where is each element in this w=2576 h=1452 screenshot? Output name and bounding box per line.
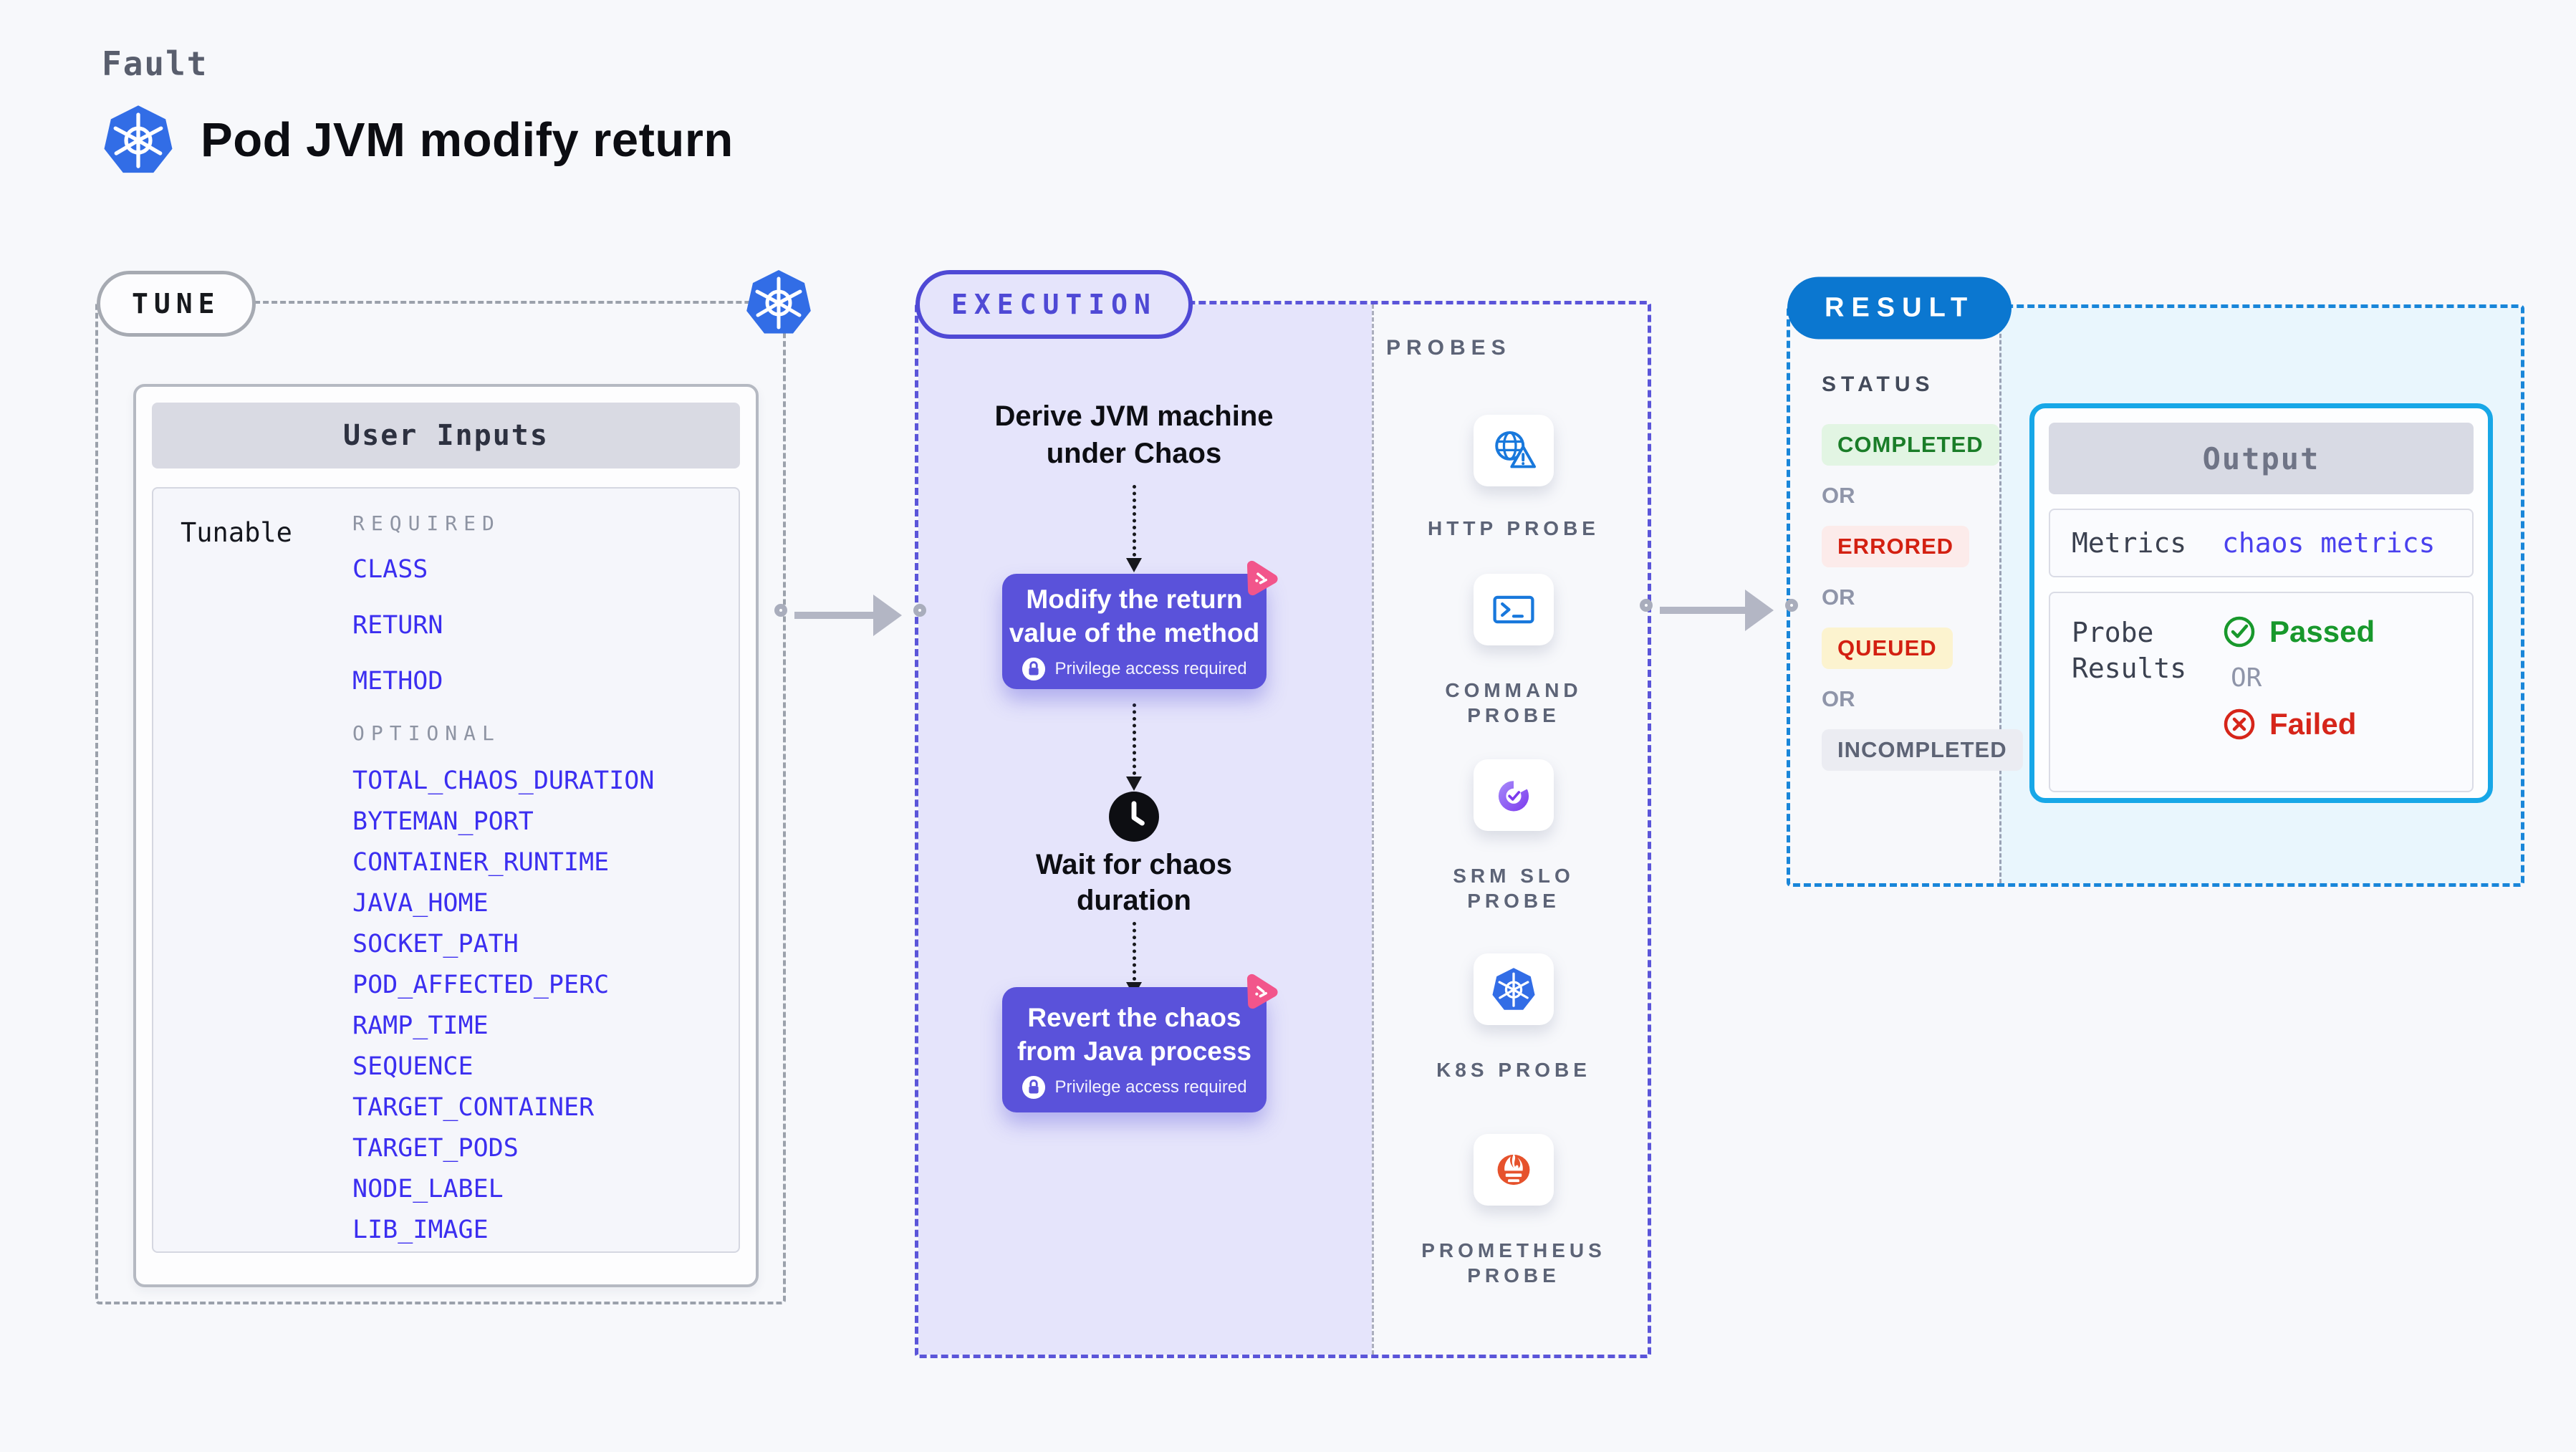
tunable-item: CLASS [352,555,428,584]
tunable-label: Tunable [181,517,292,548]
derive-step-label: Derive JVM machine under Chaos [994,400,1274,469]
prometheus-probe-card [1474,1134,1554,1206]
fault-category-label: Fault [102,44,208,83]
check-circle-icon [2224,616,2255,648]
tunable-item: NODE_LABEL [352,1175,504,1203]
or-separator: OR [1822,686,1855,711]
probe-results-label: Probe Results [2072,617,2187,684]
modify-step-label: Modify the return value of the method [1009,584,1260,648]
probe-name: HTTP PROBE [1428,517,1600,539]
execution-pill: EXECUTION [915,270,1193,339]
tunable-item: POD_AFFECTED_PERC [352,971,610,999]
clock-icon [1107,789,1161,844]
output-title: Output [2049,423,2474,494]
failed-result: Failed [2222,707,2375,741]
flow-arrow-down [1126,922,1142,996]
privilege-note-text: Privilege access required [1054,658,1247,678]
or-separator: OR [2231,663,2262,693]
page-header: Pod JVM modify return [100,102,734,178]
probe-name: SRM SLO PROBE [1453,865,1575,912]
status-badge-errored: ERRORED [1822,526,1970,567]
probe-name: PROMETHEUS PROBE [1421,1239,1606,1287]
user-inputs-title: User Inputs [152,403,740,468]
x-circle-icon [2224,708,2255,740]
privilege-note-text: Privilege access required [1054,1077,1247,1097]
flow-arrow-down [1126,703,1142,791]
result-pill: RESULT [1787,277,2012,340]
flow-arrow-down [1126,485,1142,572]
tunables-panel: Tunable REQUIRED CLASS RETURN METHOD OPT… [152,487,740,1253]
status-badge-completed: COMPLETED [1822,424,1999,466]
srm-slo-probe-card [1474,759,1554,831]
tunable-item: RETURN [352,611,443,640]
tunable-item: METHOD [352,667,443,696]
revert-step-label: Revert the chaos from Java process [1017,1002,1251,1066]
passed-label: Passed [2269,615,2375,648]
globe-alert-icon [1495,431,1537,468]
tunable-item: SOCKET_PATH [352,930,519,958]
privilege-note: Privilege access required [1022,1075,1247,1100]
probes-label: PROBES [1386,336,1512,360]
wait-step-label: Wait for chaos duration [1035,849,1233,916]
tunable-item: TOTAL_CHAOS_DURATION [352,766,655,795]
http-probe-card [1474,415,1554,486]
page-title: Pod JVM modify return [201,112,734,167]
tunable-item: TARGET_PODS [352,1134,519,1163]
kubernetes-icon [743,266,814,338]
metrics-label: Metrics [2072,527,2187,559]
tunable-item: SEQUENCE [352,1052,474,1081]
tunable-item: LIB_IMAGE [352,1216,489,1244]
lock-icon [1022,1075,1046,1099]
tunable-item: RAMP_TIME [352,1011,489,1040]
kubernetes-icon [100,102,176,178]
status-badge-queued: QUEUED [1822,628,1953,669]
revert-step-node: Revert the chaos from Java process Privi… [1002,973,1278,1112]
optional-section-label: OPTIONAL [352,721,501,745]
terminal-icon [1493,595,1534,624]
tune-section: TUNE User Inputs Tunable REQUIRED CLASS … [95,301,786,1304]
required-section-label: REQUIRED [352,511,501,535]
user-inputs-card: User Inputs Tunable REQUIRED CLASS RETUR… [133,384,759,1287]
lock-icon [1022,657,1046,681]
result-section: RESULT STATUS COMPLETED OR ERRORED OR QU… [1787,277,2524,887]
privilege-note: Privilege access required [1022,657,1247,681]
passed-result: Passed [2222,615,2375,649]
prometheus-icon [1497,1153,1530,1186]
probe-name: COMMAND PROBE [1445,679,1582,726]
slo-pie-icon [1498,778,1530,812]
command-probe-card [1474,574,1554,645]
kubernetes-icon [1491,966,1537,1011]
status-badge-incompleted: INCOMPLETED [1822,729,2023,771]
tunable-item: JAVA_HOME [352,889,489,918]
tunable-item: TARGET_CONTAINER [352,1093,595,1122]
probe-results-row: Probe Results Passed OR [2049,592,2474,792]
result-divider [1999,308,2001,883]
tune-pill: TUNE [97,271,256,337]
metrics-value: chaos metrics [2222,527,2436,559]
status-column: STATUS COMPLETED OR ERRORED OR QUEUED OR… [1822,372,2023,771]
probe-name: K8S PROBE [1436,1059,1591,1081]
probes-divider [1372,304,1374,1355]
modify-step-node: Modify the return value of the method Pr… [1002,560,1278,689]
or-separator: OR [1822,585,1855,610]
tunables-list: REQUIRED CLASS RETURN METHOD OPTIONAL TO… [352,511,739,1251]
execution-section: EXECUTION Derive JVM machine under Chaos… [915,270,1651,1358]
or-separator: OR [1822,483,1855,508]
metrics-row: Metrics chaos metrics [2049,509,2474,577]
tunable-item: CONTAINER_RUNTIME [352,848,610,877]
chaos-logo-icon [1246,560,1278,596]
k8s-probe-card [1474,953,1554,1025]
output-card: Output Metrics chaos metrics Probe Resul… [2029,403,2493,803]
status-label: STATUS [1822,372,1935,396]
failed-label: Failed [2269,707,2357,741]
tunable-item: BYTEMAN_PORT [352,807,534,836]
chaos-logo-icon [1246,973,1278,1009]
